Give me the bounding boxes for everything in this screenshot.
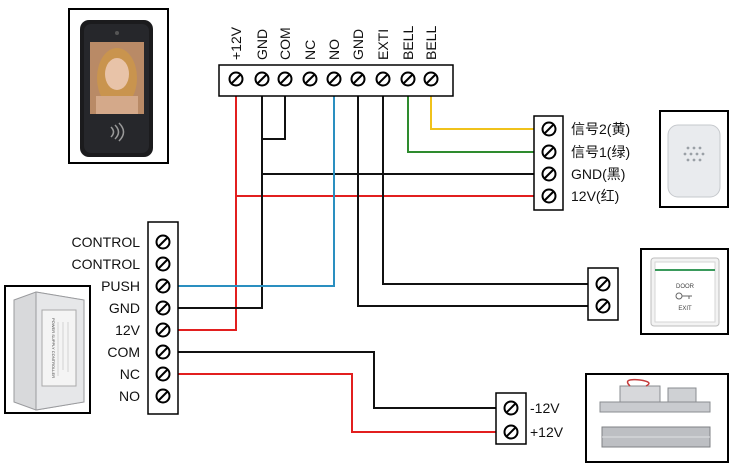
- wire-no-push: [178, 88, 335, 287]
- terminal-label: BELL: [423, 26, 439, 60]
- terminal-label: +12V: [530, 424, 564, 440]
- bell-terminal-screw: [541, 121, 557, 137]
- reader-terminal-screw: [302, 71, 318, 87]
- wire-12v: [178, 88, 237, 331]
- wire-bell-yellow: [430, 88, 536, 130]
- terminal-label: COM: [277, 27, 293, 60]
- terminal-label: NO: [326, 39, 342, 60]
- exit-terminal-block: [587, 267, 619, 321]
- terminal-label: CONTROL: [72, 234, 141, 250]
- terminal-label: 信号2(黄): [571, 121, 630, 137]
- terminal-label: COM: [107, 344, 140, 360]
- wire-com-jumper: [262, 88, 286, 140]
- reader-terminal-screw: [228, 71, 244, 87]
- exit-terminal-screw: [595, 276, 611, 292]
- terminal-label: 12V(红): [571, 188, 619, 204]
- terminal-label: GND: [350, 29, 366, 60]
- terminal-label: EXTI: [375, 29, 391, 60]
- psu-terminal-screw: [155, 300, 171, 316]
- wire-nc-lock: [178, 373, 498, 433]
- exit-button-exit-text: EXIT: [678, 306, 692, 312]
- psu-terminal-block: CONTROL CONTROL PUSH GND 12V COM NC NO: [72, 221, 179, 415]
- reader-terminal-screw: [350, 71, 366, 87]
- wire-bell-green: [407, 88, 536, 153]
- exit-button-photo: DOOR EXIT: [640, 248, 729, 335]
- terminal-label: NO: [119, 388, 140, 404]
- reader-terminal-screw: [326, 71, 342, 87]
- reader-terminal-screw: [277, 71, 293, 87]
- reader-terminal-screw: [375, 71, 391, 87]
- terminal-label: +12V: [228, 26, 244, 60]
- bell-terminal-block: 信号2(黄) 信号1(绿) GND(黑) 12V(红): [533, 115, 630, 211]
- exit-button-door-text: DOOR: [676, 284, 695, 290]
- psu-terminal-screw: [155, 256, 171, 272]
- bell-terminal-screw: [541, 144, 557, 160]
- reader-terminal-block: +12V GND COM NC NO GND EXTI BELL BELL: [218, 26, 454, 97]
- wire-exti-exit: [382, 88, 588, 285]
- wires: [178, 88, 588, 433]
- terminal-label: NC: [120, 366, 140, 382]
- reader-terminal-screw: [254, 71, 270, 87]
- wire-gnd-exit: [357, 88, 588, 307]
- reader-terminal-screw: [423, 71, 439, 87]
- terminal-label: -12V: [530, 400, 560, 416]
- bell-terminal-screw: [541, 188, 557, 204]
- terminal-label: BELL: [400, 26, 416, 60]
- key-icon: [675, 292, 692, 300]
- terminal-label: NC: [302, 40, 318, 60]
- terminal-label: 信号1(绿): [571, 144, 630, 160]
- psu-terminal-screw: [155, 388, 171, 404]
- psu-terminal-screw: [155, 234, 171, 250]
- power-supply-label: POWER SUPPLY CONTROLLER: [51, 318, 56, 378]
- psu-terminal-screw: [155, 366, 171, 382]
- terminal-label: GND: [254, 29, 270, 60]
- door-bell-photo: [659, 110, 729, 208]
- lock-terminal-screw: [503, 400, 519, 416]
- bell-terminal-screw: [541, 166, 557, 182]
- lock-terminal-block: -12V +12V: [495, 392, 564, 445]
- wire-com-lock: [178, 351, 498, 409]
- psu-terminal-screw: [155, 278, 171, 294]
- wire-gnd: [178, 88, 263, 309]
- nfc-icon: [110, 122, 125, 142]
- terminal-label: PUSH: [101, 278, 140, 294]
- reader-terminal-screw: [400, 71, 416, 87]
- terminal-label: CONTROL: [72, 256, 141, 272]
- power-supply-photo: POWER SUPPLY CONTROLLER: [4, 285, 91, 414]
- magnetic-lock-photo: [585, 373, 729, 463]
- face-reader-photo: [68, 8, 169, 164]
- psu-terminal-screw: [155, 344, 171, 360]
- lock-terminal-screw: [503, 424, 519, 440]
- exit-terminal-screw: [595, 298, 611, 314]
- terminal-label: GND: [109, 300, 140, 316]
- psu-terminal-screw: [155, 322, 171, 338]
- terminal-label: 12V: [115, 322, 141, 338]
- terminal-label: GND(黑): [571, 166, 625, 182]
